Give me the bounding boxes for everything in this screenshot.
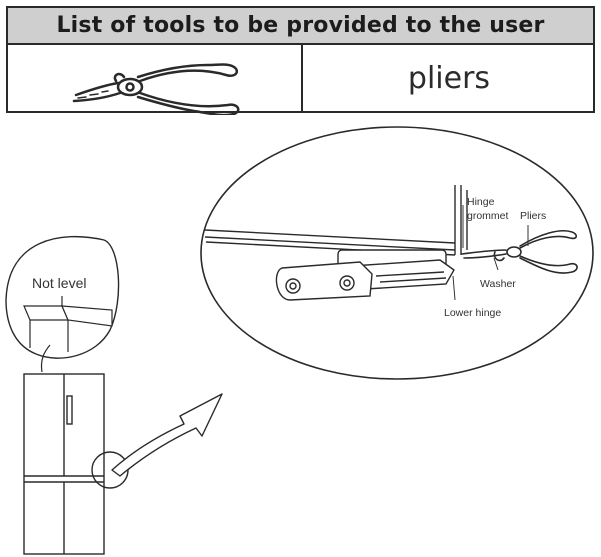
callout-leaders: [452, 205, 529, 301]
pliers-in-view: [461, 230, 578, 274]
label-lower-hinge: Lower hinge: [444, 307, 501, 319]
inset-pointer: [40, 344, 51, 373]
not-level-inset: [5, 235, 120, 359]
label-pliers: Pliers: [520, 210, 546, 222]
label-grommet: grommet: [467, 210, 509, 222]
table-header: List of tools to be provided to the user: [8, 8, 593, 45]
tool-name-cell: pliers: [407, 60, 491, 96]
label-washer: Washer: [480, 278, 516, 290]
lower-hinge-assembly: [275, 249, 455, 301]
tool-image-cell: [8, 45, 303, 117]
zoom-arrow: [111, 393, 223, 477]
pliers-icon: [72, 63, 240, 117]
table-row: pliers: [8, 45, 593, 117]
refrigerator: [23, 373, 129, 555]
label-hinge: Hinge: [467, 196, 495, 208]
label-not-level: Not level: [32, 275, 86, 291]
tools-table: List of tools to be provided to the user: [6, 6, 595, 117]
